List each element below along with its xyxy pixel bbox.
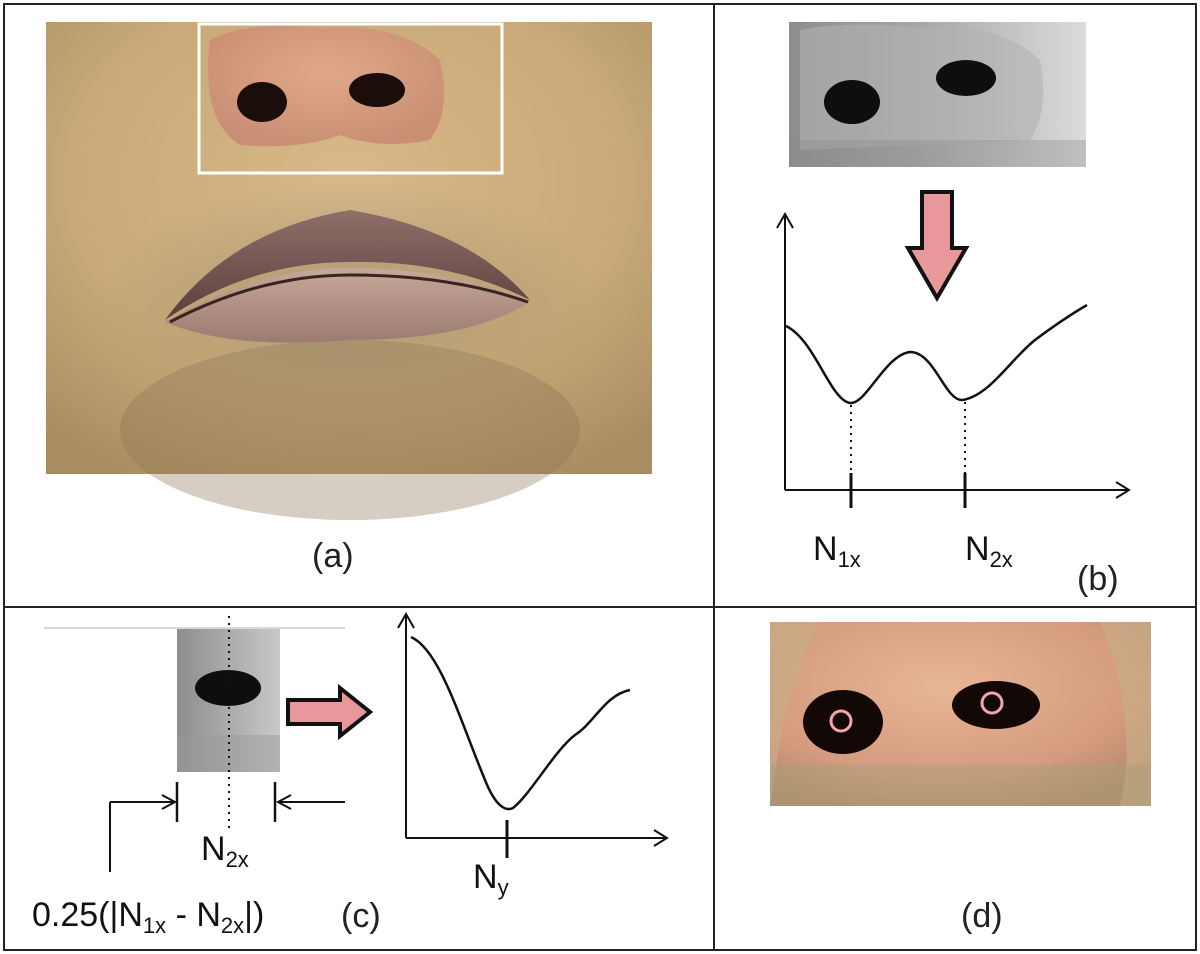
vertical-divider bbox=[713, 3, 715, 951]
panel-a-label: (a) bbox=[312, 537, 354, 575]
column-n2x-label: N2x bbox=[201, 830, 249, 872]
n1x-label: N1x bbox=[813, 530, 861, 572]
width-formula: 0.25(|N1x - N2x|) bbox=[32, 896, 265, 938]
panel-c-label: (c) bbox=[341, 897, 381, 935]
n2x-label: N2x bbox=[965, 530, 1013, 572]
panel-d-label: (d) bbox=[961, 897, 1003, 935]
ny-label: Ny bbox=[473, 858, 509, 900]
panel-b-label: (b) bbox=[1077, 560, 1119, 598]
figure-frame bbox=[3, 3, 1197, 951]
horizontal-divider bbox=[3, 606, 1197, 608]
